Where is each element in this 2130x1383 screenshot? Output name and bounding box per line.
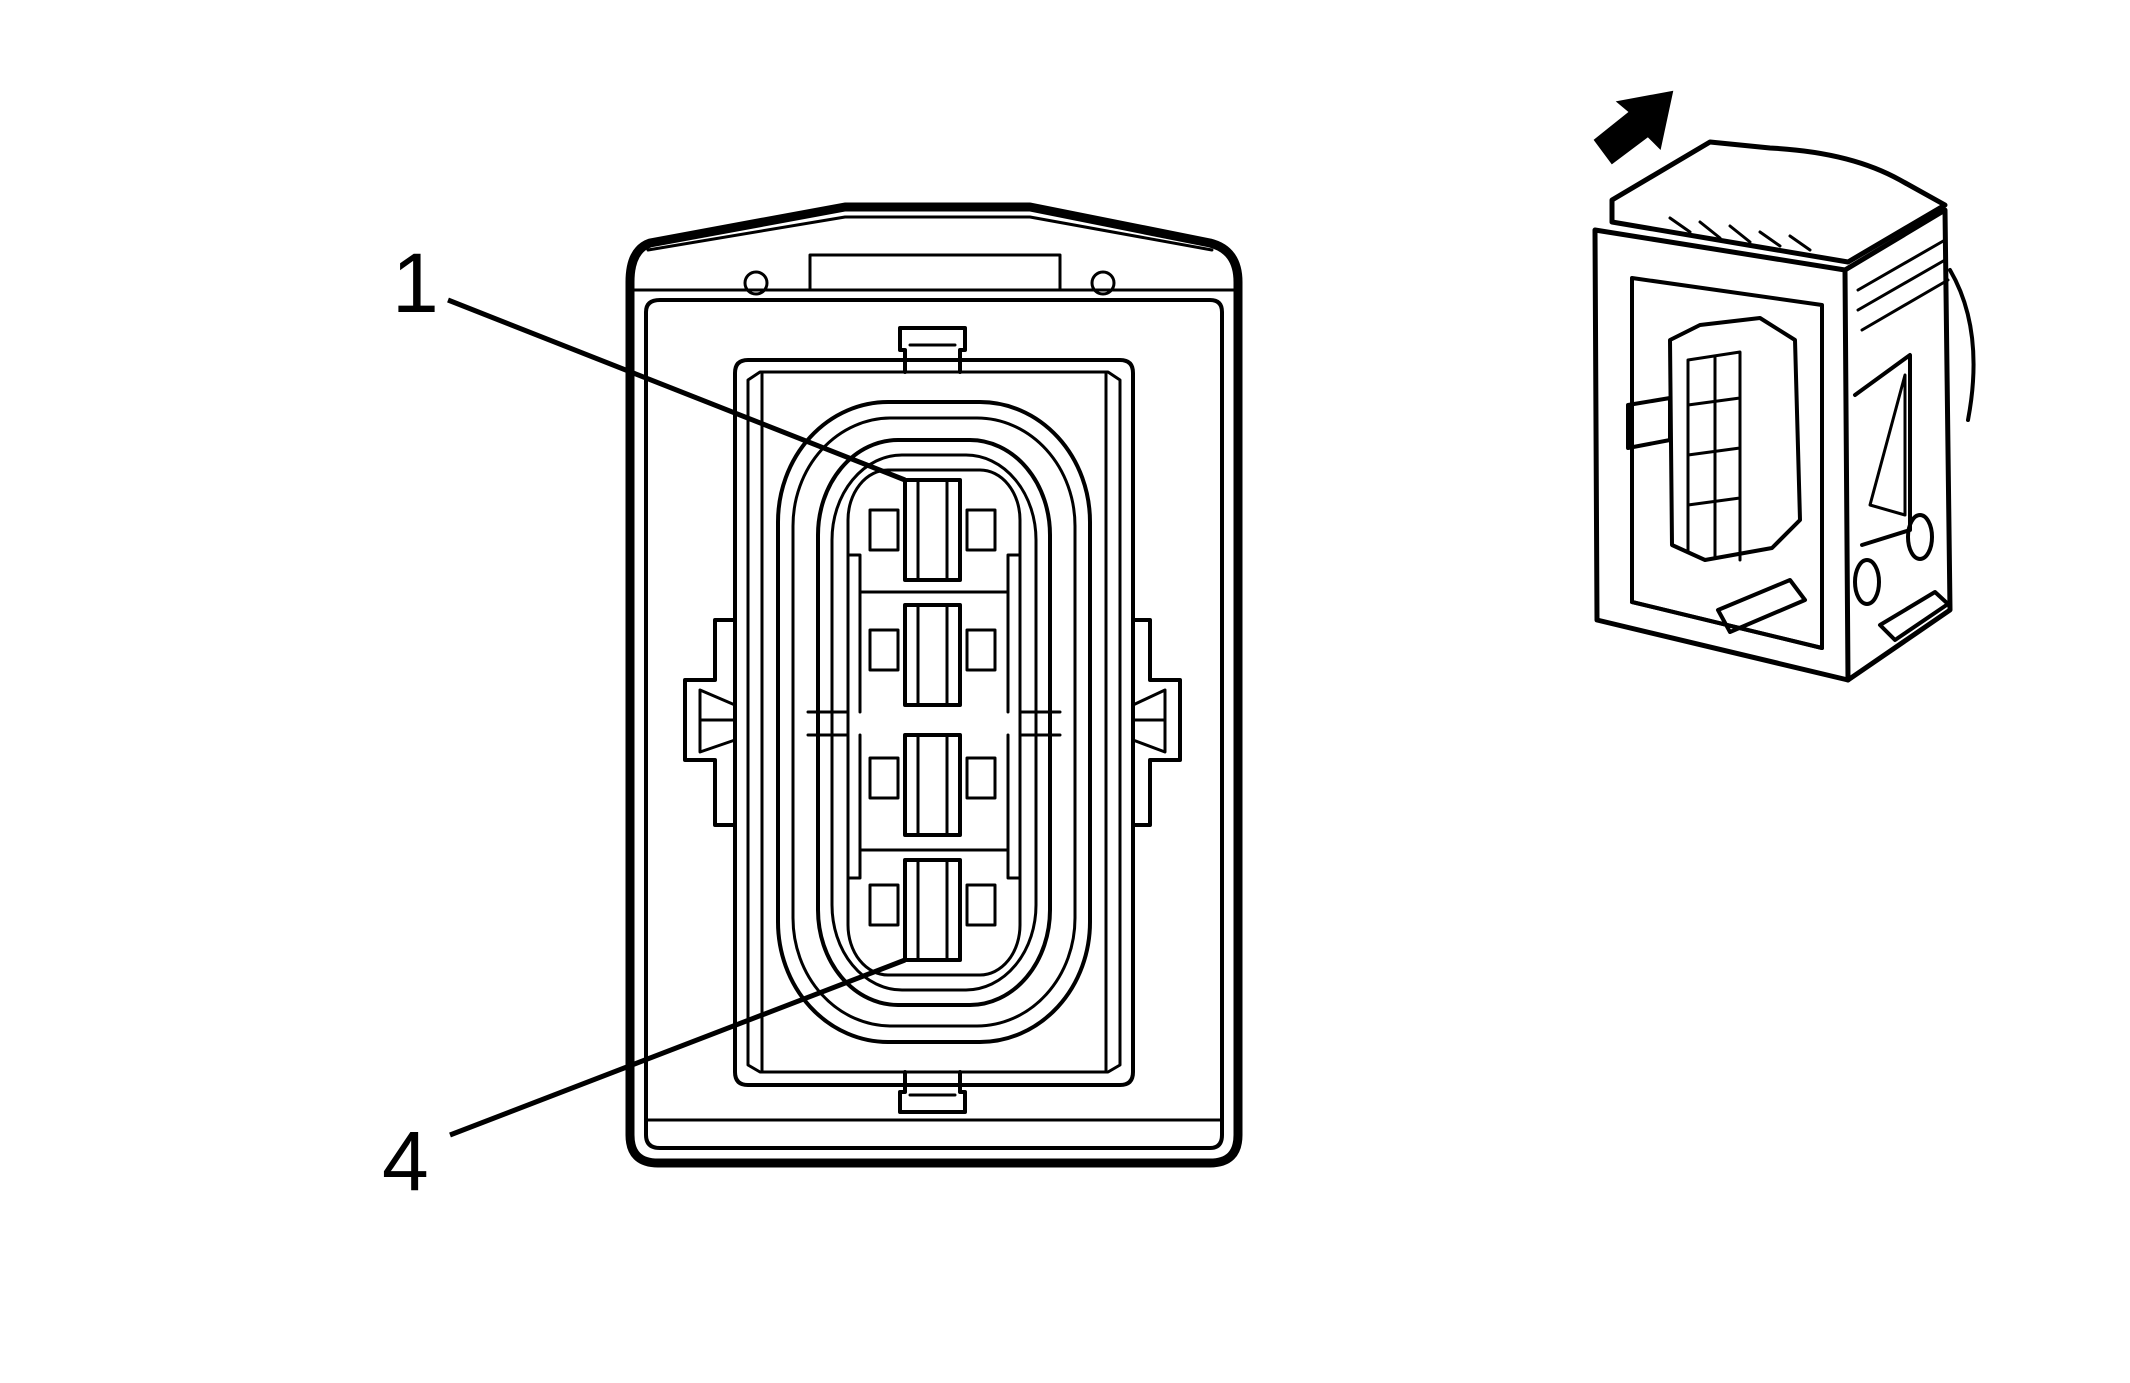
housing-inner-frame bbox=[644, 298, 1224, 1150]
iso-side-ramp-fill bbox=[1868, 373, 1907, 517]
terminal-cavity-3 bbox=[858, 733, 1010, 852]
seal-ring-2 bbox=[791, 416, 1077, 1028]
arrow-up-right-icon bbox=[1593, 90, 1674, 165]
side-latch-right-wedge bbox=[1131, 688, 1167, 754]
iso-top-face bbox=[1609, 139, 1948, 265]
terminal-cavity-2 bbox=[858, 590, 1010, 714]
key-tab-top bbox=[898, 326, 967, 374]
terminal-block bbox=[846, 468, 1022, 977]
iso-top-slats bbox=[1668, 216, 1812, 252]
mating-frame-inner bbox=[746, 370, 1122, 1074]
connector-isometric-view bbox=[1592, 139, 1976, 683]
seal-ring-3 bbox=[816, 438, 1052, 1007]
housing-outer bbox=[625, 202, 1243, 1168]
iso-side-clip bbox=[1878, 590, 1950, 642]
connector-front-view bbox=[625, 202, 1243, 1168]
seal-ring-4 bbox=[830, 453, 1038, 992]
side-latch-right bbox=[1131, 618, 1182, 827]
iso-side-ribs bbox=[1856, 238, 1950, 332]
key-tab-bottom bbox=[898, 1070, 967, 1114]
iso-side-hole-2 bbox=[1853, 558, 1881, 606]
iso-side-hole-1 bbox=[1906, 513, 1934, 561]
housing-top-hole-left bbox=[743, 270, 769, 296]
housing-top-cap bbox=[646, 215, 1214, 252]
seal-ring-1 bbox=[776, 400, 1092, 1044]
iso-side-ramp bbox=[1853, 353, 1912, 547]
iso-bottom-edge bbox=[1630, 600, 1824, 650]
terminal-cavity-1 bbox=[846, 478, 1022, 594]
iso-side-face bbox=[1842, 207, 1953, 683]
iso-rear-curve bbox=[1948, 268, 1976, 422]
iso-front-inner bbox=[1630, 276, 1824, 650]
iso-latch-arm bbox=[1626, 396, 1672, 450]
iso-terminal-stack bbox=[1668, 316, 1802, 562]
leader-line-pin-1 bbox=[447, 297, 906, 483]
side-latch-left-wedge bbox=[698, 688, 737, 754]
housing-top-latch bbox=[808, 253, 1062, 292]
iso-terminal-cells bbox=[1686, 350, 1742, 562]
mating-frame-outer bbox=[733, 358, 1135, 1087]
pin-label-1: 1 bbox=[392, 236, 439, 330]
callouts: 1 4 bbox=[382, 236, 906, 1208]
housing-top-hole-right bbox=[1090, 270, 1116, 296]
leader-line-pin-4 bbox=[449, 957, 906, 1138]
pin-label-4: 4 bbox=[382, 1114, 429, 1208]
terminal-cavity-4 bbox=[846, 848, 1022, 962]
side-latch-left bbox=[683, 618, 737, 827]
